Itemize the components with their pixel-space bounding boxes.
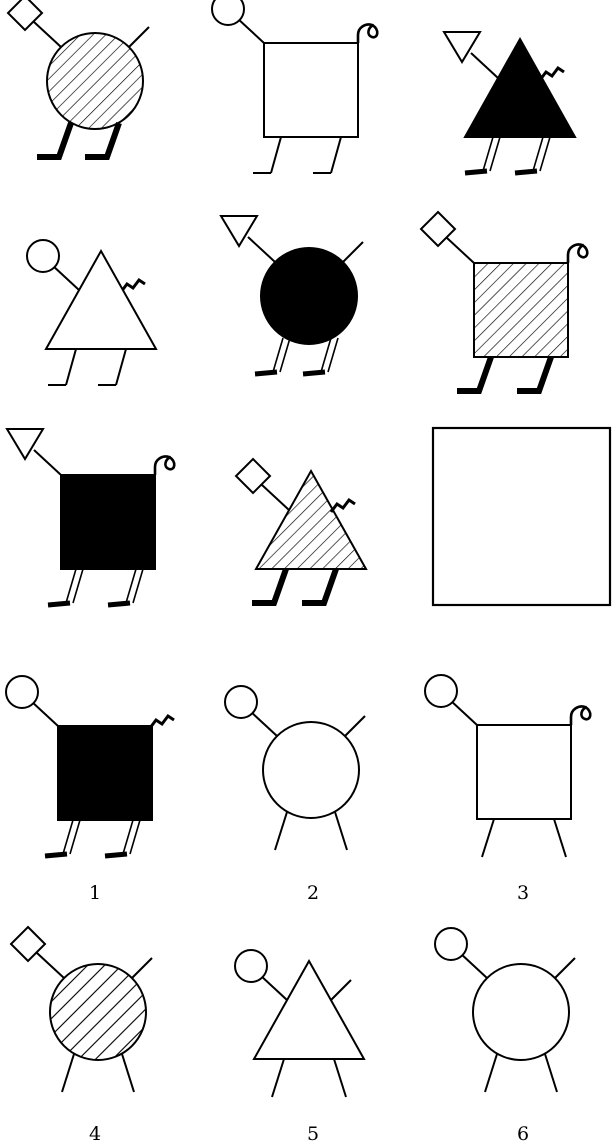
neck-line <box>52 265 79 290</box>
body-square <box>474 263 568 357</box>
body-triangle <box>256 471 366 569</box>
tail-curl <box>358 24 377 43</box>
option-6[interactable] <box>435 928 575 1092</box>
left-leg <box>62 1054 74 1092</box>
tail-stick <box>555 958 575 978</box>
tail-curl <box>155 456 174 475</box>
neck-line <box>34 22 61 47</box>
cell-2-2 <box>221 216 363 374</box>
left-leg <box>48 569 83 605</box>
neck-line <box>447 238 474 263</box>
right-leg <box>335 812 347 850</box>
tail-stick <box>345 716 365 736</box>
body-circle <box>50 964 146 1060</box>
right-leg <box>545 1054 557 1092</box>
body-triangle <box>465 39 575 137</box>
left-leg <box>253 137 281 173</box>
right-leg <box>515 137 550 173</box>
left-leg <box>252 569 286 603</box>
right-leg <box>517 357 551 391</box>
option-label-1: 1 <box>89 882 101 904</box>
body-circle <box>47 33 143 129</box>
body-circle <box>261 248 357 344</box>
left-leg <box>465 137 500 173</box>
left-leg <box>45 820 80 856</box>
body-triangle <box>254 961 364 1059</box>
left-leg <box>485 1054 497 1092</box>
neck-line <box>450 700 477 725</box>
cell-2-1 <box>27 240 156 385</box>
body-square <box>58 726 152 820</box>
option-2[interactable] <box>225 686 365 850</box>
option-1[interactable] <box>6 676 174 856</box>
neck-line <box>237 18 264 43</box>
body-square <box>477 725 571 819</box>
left-leg <box>482 819 494 857</box>
body-square <box>61 475 155 569</box>
tail-stick <box>132 958 152 978</box>
right-leg <box>105 820 140 856</box>
tail-stick <box>343 242 363 262</box>
neck-line <box>250 711 277 736</box>
tail-wave <box>540 68 564 80</box>
option-label-4: 4 <box>89 1123 101 1145</box>
head-circle-icon <box>435 928 467 960</box>
cell-1-1 <box>8 0 149 157</box>
right-leg <box>98 349 126 385</box>
option-label-6: 6 <box>517 1123 529 1145</box>
option-3[interactable] <box>425 675 590 857</box>
neck-line <box>260 975 287 1000</box>
tail-wave <box>331 500 355 512</box>
neck-line <box>460 953 487 978</box>
neck-line <box>248 237 275 262</box>
head-circle-icon <box>225 686 257 718</box>
tail-wave <box>150 716 174 728</box>
left-leg <box>275 812 287 850</box>
option-label-3: 3 <box>517 882 529 904</box>
option-4[interactable] <box>11 927 152 1092</box>
cell-2-3 <box>421 212 587 391</box>
head-circle-icon <box>425 675 457 707</box>
right-leg <box>554 819 566 857</box>
neck-line <box>34 450 61 475</box>
tail-wave <box>121 280 145 292</box>
head-circle-icon <box>212 0 244 25</box>
left-leg <box>272 1059 284 1097</box>
neck-line <box>262 485 289 510</box>
cell-3-1 <box>7 429 174 605</box>
right-leg <box>313 137 341 173</box>
head-circle-icon <box>27 240 59 272</box>
body-circle <box>473 964 569 1060</box>
right-leg <box>122 1054 134 1092</box>
missing-cell-frame <box>433 428 610 605</box>
option-5[interactable] <box>235 950 364 1097</box>
right-leg <box>334 1059 346 1097</box>
tail-curl <box>568 244 587 263</box>
body-circle <box>263 722 359 818</box>
head-circle-icon <box>235 950 267 982</box>
tail-stick <box>129 27 149 47</box>
right-leg <box>302 569 336 603</box>
cell-1-3 <box>444 32 575 173</box>
left-leg <box>48 349 76 385</box>
head-circle-icon <box>6 676 38 708</box>
option-label-2: 2 <box>307 882 319 904</box>
left-leg <box>255 338 290 374</box>
left-leg <box>37 123 71 157</box>
option-label-5: 5 <box>307 1123 319 1145</box>
neck-line <box>37 953 64 978</box>
body-triangle <box>46 251 156 349</box>
body-square <box>264 43 358 137</box>
cell-3-2 <box>236 459 366 603</box>
tail-stick <box>331 980 351 1000</box>
right-leg <box>108 569 143 605</box>
tail-curl <box>571 706 590 725</box>
left-leg <box>457 357 491 391</box>
neck-line <box>31 701 58 726</box>
missing-cell <box>433 428 610 605</box>
neck-line <box>471 53 498 78</box>
cell-1-2 <box>212 0 377 173</box>
